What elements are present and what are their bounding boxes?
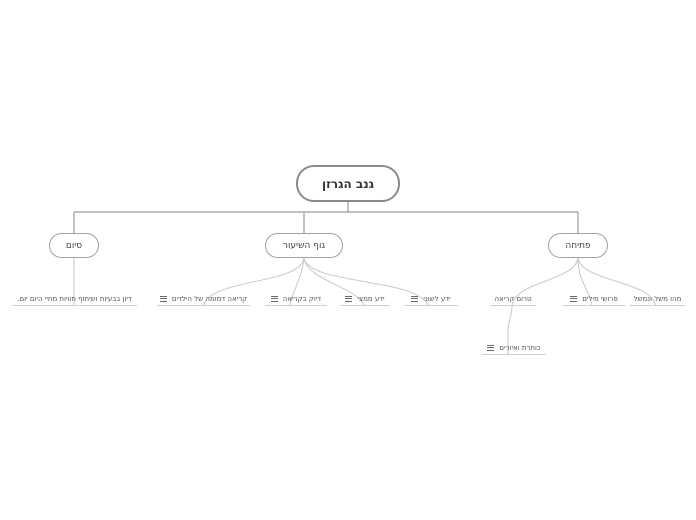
notes-icon[interactable] xyxy=(570,295,578,302)
leaf-open-parable[interactable]: מהו משל ונמשל xyxy=(630,292,685,306)
leaf-open-predict-label: טרום קריאה xyxy=(494,294,532,303)
leaf-body-lang-label: ידע לשוני xyxy=(423,294,451,303)
leaf-predict-titles-label: כותרת ואיורים xyxy=(499,343,541,352)
leaf-end-discussion-label: דיון בבעיות ושיתוף חוויות מחיי היום יום. xyxy=(17,294,132,303)
leaf-open-words-label: פרושי מילים xyxy=(582,294,618,303)
branch-open-label: פתיחה xyxy=(565,240,591,251)
branch-end-label: סיום xyxy=(65,240,83,251)
leaf-body-fluent-label: דיוק בקריאה xyxy=(282,294,322,303)
leaf-body-prior[interactable]: ידע ממצי xyxy=(340,292,390,306)
root-topic-label: גנב הגרזן xyxy=(321,176,375,191)
leaf-open-words[interactable]: פרושי מילים xyxy=(563,292,625,306)
leaf-body-reading[interactable]: קריאה דמומה של הילדים xyxy=(157,292,250,306)
root-topic[interactable]: גנב הגרזן xyxy=(296,165,400,202)
leaf-body-reading-label: קריאה דמומה של הילדים xyxy=(171,294,248,303)
branch-body[interactable]: גוף השיעור xyxy=(265,233,343,258)
leaf-body-prior-label: ידע ממצי xyxy=(357,294,385,303)
leaf-body-fluent[interactable]: דיוק בקריאה xyxy=(265,292,327,306)
leaf-open-predict[interactable]: טרום קריאה xyxy=(490,292,536,306)
leaf-predict-titles[interactable]: כותרת ואיורים xyxy=(482,341,546,355)
leaf-open-parable-label: מהו משל ונמשל xyxy=(633,294,682,303)
notes-icon[interactable] xyxy=(487,344,495,351)
notes-icon[interactable] xyxy=(345,295,353,302)
branch-body-label: גוף השיעור xyxy=(282,240,326,251)
leaf-end-discussion[interactable]: דיון בבעיות ושיתוף חוויות מחיי היום יום. xyxy=(12,292,137,306)
notes-icon[interactable] xyxy=(411,295,419,302)
leaf-body-lang[interactable]: ידע לשוני xyxy=(404,292,458,306)
branch-end[interactable]: סיום xyxy=(49,233,99,258)
branch-open[interactable]: פתיחה xyxy=(548,233,608,258)
notes-icon[interactable] xyxy=(270,295,278,302)
notes-icon[interactable] xyxy=(159,295,167,302)
